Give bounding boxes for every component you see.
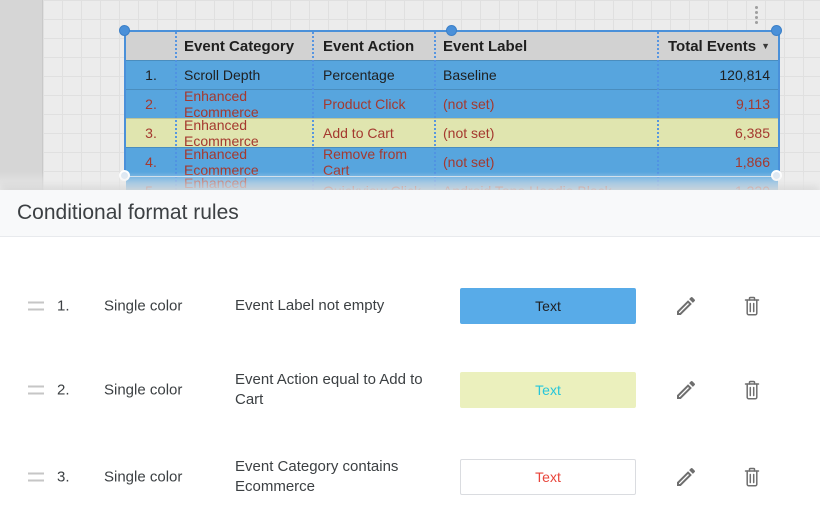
- more-options-icon[interactable]: [749, 6, 763, 28]
- table-row: 1. Scroll Depth Percentage Baseline 120,…: [126, 60, 778, 89]
- cell-event-action: Percentage: [323, 67, 395, 83]
- row-number: 4.: [145, 154, 157, 170]
- header-event-action: Event Action: [323, 37, 415, 55]
- header-event-category: Event Category: [184, 37, 295, 55]
- cell-total-events: 1,866: [734, 154, 770, 170]
- edit-rule-button[interactable]: [674, 294, 698, 318]
- trash-icon: [744, 296, 760, 316]
- cell-event-category: Enhanced Ecommerce: [184, 88, 259, 120]
- rule-type: Single color: [104, 468, 183, 486]
- trash-icon: [744, 467, 760, 487]
- delete-rule-button[interactable]: [740, 378, 764, 402]
- panel-top-fade: [0, 172, 820, 190]
- sort-descending-icon: ▼: [761, 40, 770, 51]
- selection-handle-top-right[interactable]: [771, 25, 782, 36]
- row-number: 2.: [145, 96, 157, 112]
- rule-type: Single color: [104, 381, 183, 399]
- table-row: 2. Enhanced Ecommerce Product Click (not…: [126, 88, 778, 120]
- drag-handle-icon[interactable]: [28, 385, 44, 395]
- delete-rule-button[interactable]: [740, 294, 764, 318]
- rule-condition: Event Label not empty: [235, 297, 385, 314]
- pencil-icon: [677, 468, 696, 486]
- cell-total-events: 9,113: [736, 96, 770, 112]
- left-panel-strip: [0, 0, 43, 200]
- format-rule-row: 2. Single color Event Action equal to Ad…: [0, 362, 820, 418]
- cell-total-events: 120,814: [719, 67, 770, 83]
- row-number: 1.: [145, 67, 157, 83]
- drag-handle-icon[interactable]: [28, 301, 44, 311]
- selection-handle-top-center[interactable]: [446, 25, 457, 36]
- rule-number: 1.: [57, 297, 70, 315]
- rule-number: 2.: [57, 381, 70, 399]
- drag-handle-icon[interactable]: [28, 472, 44, 482]
- cell-event-label: (not set): [443, 125, 495, 141]
- edit-rule-button[interactable]: [674, 378, 698, 402]
- delete-rule-button[interactable]: [740, 465, 764, 489]
- panel-title: Conditional format rules: [17, 201, 239, 224]
- cell-event-category: Enhanced Ecommerce: [184, 117, 259, 149]
- column-divider[interactable]: [312, 32, 314, 190]
- header-total-events[interactable]: Total Events ▼: [668, 37, 770, 55]
- row-number: 3.: [145, 125, 157, 141]
- pencil-icon: [677, 381, 696, 399]
- format-rule-row: 3. Single color Event Category contains …: [0, 449, 820, 505]
- panel-header: Conditional format rules: [0, 190, 820, 237]
- column-divider[interactable]: [175, 32, 177, 190]
- table-row: 3. Enhanced Ecommerce Add to Cart (not s…: [126, 117, 778, 149]
- cell-event-label: Baseline: [443, 67, 497, 83]
- cell-event-label: (not set): [443, 154, 495, 170]
- rule-number: 3.: [57, 468, 70, 486]
- cell-event-action: Product Click: [323, 96, 406, 112]
- trash-icon: [744, 380, 760, 400]
- rule-condition: Event Action equal to Add to Cart: [235, 371, 423, 408]
- selection-handle-top-left[interactable]: [119, 25, 130, 36]
- rule-type: Single color: [104, 297, 183, 315]
- column-divider[interactable]: [657, 32, 659, 190]
- format-rule-row: 1. Single color Event Label not empty Te…: [0, 278, 820, 334]
- cell-event-category: Scroll Depth: [184, 67, 261, 83]
- rule-color-preview: Text: [460, 288, 636, 324]
- rule-color-preview: Text: [460, 372, 636, 408]
- column-divider[interactable]: [434, 32, 436, 190]
- cell-event-action: Add to Cart: [323, 125, 394, 141]
- table-row: 4. Enhanced Ecommerce Remove from Cart (…: [126, 146, 778, 178]
- rule-condition: Event Category contains Ecommerce: [235, 458, 399, 495]
- edit-rule-button[interactable]: [674, 465, 698, 489]
- pencil-icon: [677, 297, 696, 315]
- conditional-format-panel: Conditional format rules 1. Single color…: [0, 190, 820, 524]
- cell-total-events: 6,385: [734, 125, 770, 141]
- rule-color-preview: Text: [460, 459, 636, 495]
- table-header-row: Event Category Event Action Event Label …: [126, 32, 778, 60]
- header-event-label: Event Label: [443, 37, 528, 55]
- cell-event-label: (not set): [443, 96, 495, 112]
